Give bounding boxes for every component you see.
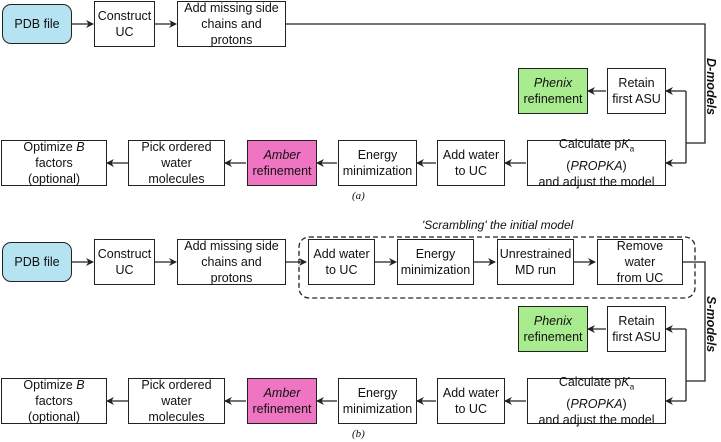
amber-refinement-node-b: Amber refinement	[247, 378, 317, 424]
retain-asu-node-b: Retain first ASU	[607, 306, 666, 352]
node-label: water molecules	[148, 156, 205, 186]
node-label: refinement	[252, 402, 312, 416]
node-label: Phenix	[533, 76, 573, 90]
node-label: to UC	[325, 263, 358, 277]
node-label: MD run	[515, 263, 556, 277]
node-label: Pick ordered	[141, 140, 212, 154]
scrambling-label: 'Scrambling' the initial model	[422, 218, 574, 232]
node-label: Add water	[313, 247, 370, 261]
retain-asu-node-a: Retain first ASU	[607, 68, 666, 114]
node-label: Add water	[442, 148, 500, 162]
node-label: first ASU	[612, 92, 661, 106]
add-water-node-b: Add water to UC	[437, 378, 505, 424]
node-label: minimization	[342, 164, 413, 178]
calc-pka-node-a: Calculate pKa (PROPKA)and adjust the mod…	[527, 137, 666, 189]
calc-pka-node-b: Calculate pKa (PROPKA)and adjust the mod…	[527, 375, 666, 427]
node-label: Energy	[415, 247, 456, 261]
scramble-remove-water-node: Remove water from UC	[597, 239, 683, 285]
node-label: PDB file	[14, 255, 60, 269]
connector-to-dmodels	[286, 23, 706, 144]
node-label: to UC	[455, 402, 487, 416]
pdb-file-node-a: PDB file	[2, 4, 72, 44]
node-label: (optional)	[27, 172, 81, 186]
energy-min-node-b: Energy minimization	[338, 378, 417, 424]
node-label: water molecules	[148, 394, 205, 424]
scramble-md-node: Unrestrained MD run	[497, 239, 574, 285]
node-label: chains and protons	[201, 17, 262, 47]
phenix-refinement-node-a: Phenix refinement	[518, 68, 588, 114]
node-label: Phenix	[533, 314, 573, 328]
node-label: chains and protons	[201, 255, 262, 285]
phenix-refinement-node-b: Phenix refinement	[518, 306, 588, 352]
energy-min-node-a: Energy minimization	[338, 140, 417, 186]
pick-water-node-b: Pick ordered water molecules	[128, 378, 225, 424]
node-label: Add missing side	[184, 239, 279, 253]
node-label: Energy	[357, 386, 398, 400]
amber-refinement-node-a: Amber refinement	[247, 140, 317, 186]
scramble-energy-node: Energy minimization	[397, 239, 474, 285]
node-label: Amber	[263, 148, 301, 162]
pdb-file-node-b: PDB file	[2, 242, 72, 282]
node-label: PDB file	[14, 17, 60, 31]
node-label: refinement	[523, 92, 583, 106]
connector-to-smodels	[683, 261, 706, 382]
node-label: Add missing side	[184, 1, 279, 15]
node-label: Retain	[618, 314, 655, 328]
node-label: minimization	[400, 263, 471, 277]
add-missing-node-a: Add missing side chains and protons	[177, 1, 286, 47]
node-label: Pick ordered	[141, 378, 212, 392]
pick-water-node-a: Pick ordered water molecules	[128, 140, 225, 186]
node-label: UC	[115, 263, 134, 277]
scrambling-group-border	[298, 236, 696, 299]
node-label: Energy	[357, 148, 398, 162]
node-label: Add water	[442, 386, 500, 400]
node-label: UC	[115, 25, 134, 39]
optimize-b-node-b: Optimize B factors(optional)	[1, 378, 107, 424]
node-label: minimization	[342, 402, 413, 416]
node-label: to UC	[455, 164, 487, 178]
node-label: and adjust the model	[538, 412, 655, 427]
node-label: Unrestrained	[499, 247, 572, 261]
add-water-node-a: Add water to UC	[437, 140, 505, 186]
node-label: Construct	[97, 9, 152, 23]
node-label: Construct	[97, 247, 152, 261]
panel-b-caption: (b)	[352, 428, 365, 440]
node-label: refinement	[252, 164, 312, 178]
node-label: (optional)	[27, 410, 81, 424]
panel-a-caption: (a)	[352, 190, 365, 202]
optimize-b-node-a: Optimize B factors(optional)	[1, 140, 107, 186]
node-label: Remove water	[616, 239, 664, 269]
add-missing-node-b: Add missing side chains and protons	[177, 239, 286, 285]
node-label: from UC	[616, 271, 664, 285]
node-label: first ASU	[612, 330, 661, 344]
node-label: Retain	[618, 76, 655, 90]
scramble-add-water-node: Add water to UC	[308, 239, 375, 285]
node-label: refinement	[523, 330, 583, 344]
d-models-label: D-models	[704, 58, 718, 115]
node-label: Amber	[263, 386, 301, 400]
node-label: and adjust the model	[538, 174, 655, 189]
s-models-label: S-models	[704, 296, 718, 353]
